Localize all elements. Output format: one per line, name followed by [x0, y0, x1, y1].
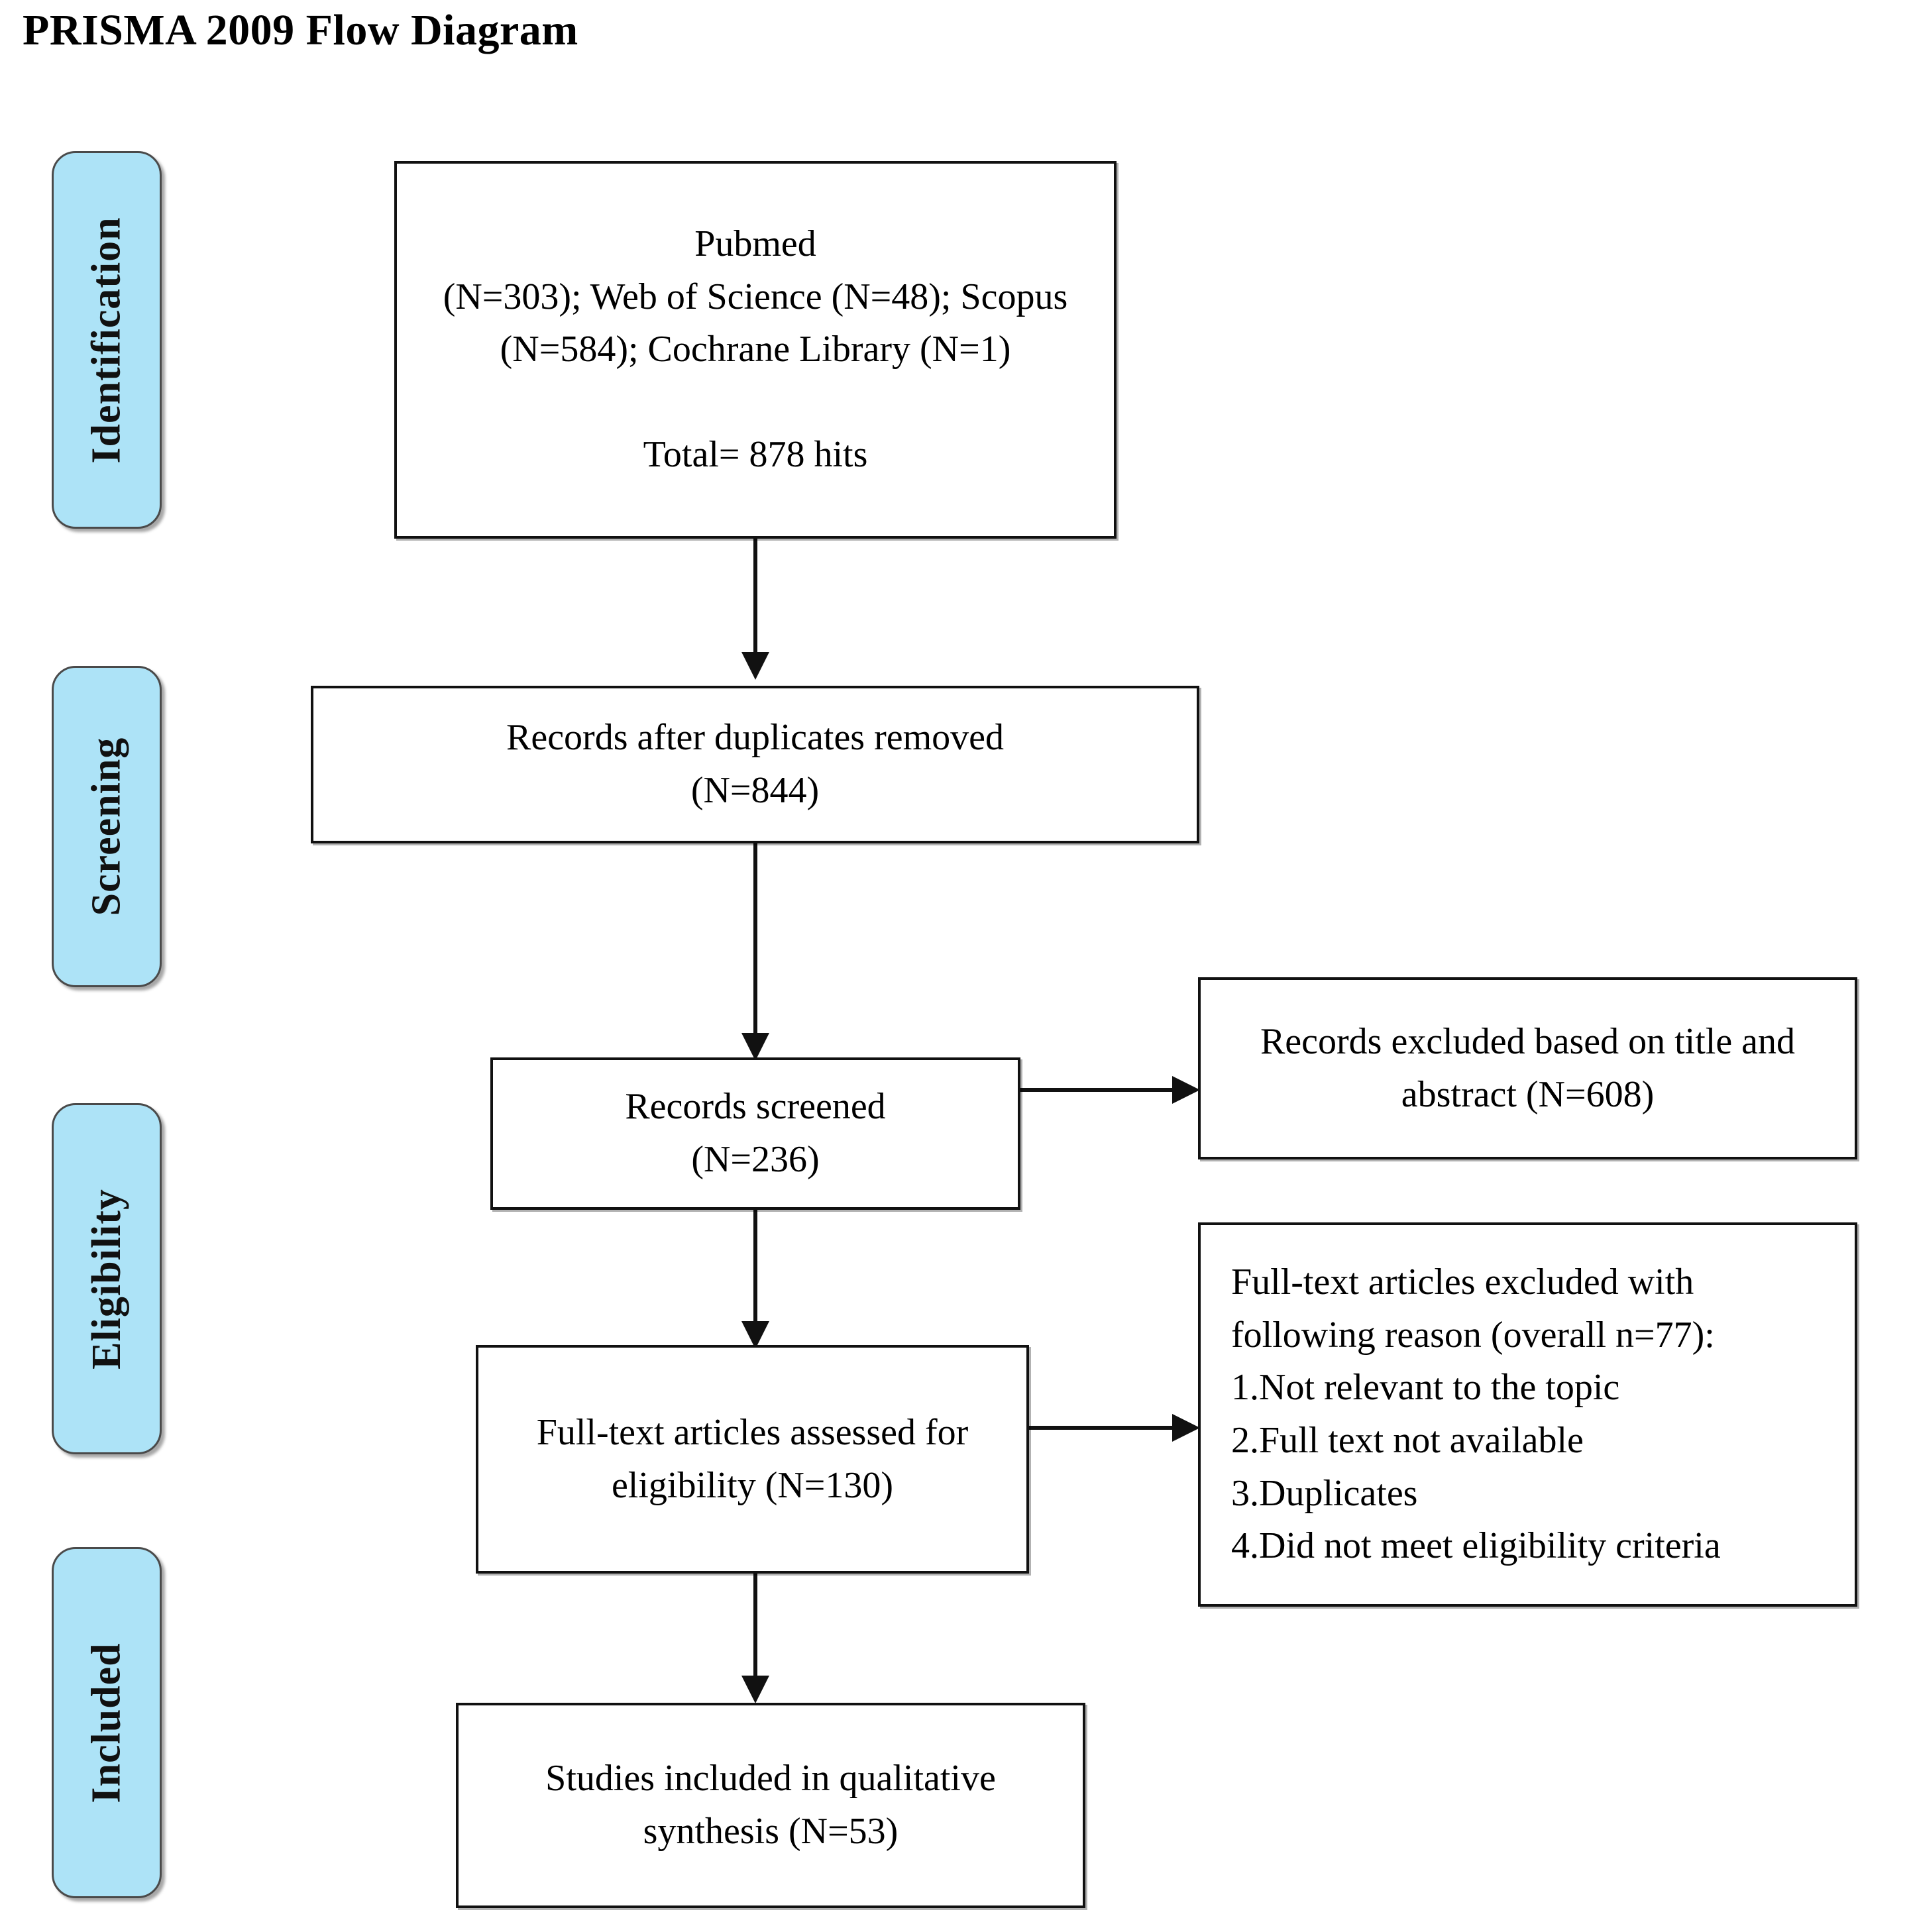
box-records-excluded-text: Records excluded based on title and abst… — [1260, 1020, 1796, 1115]
box-fulltext-excluded-text: Full-text articles excluded with followi… — [1231, 1261, 1721, 1567]
box-records-excluded[interactable]: Records excluded based on title and abst… — [1198, 977, 1857, 1159]
stage-tab-eligibility-label: Eligibility — [83, 1188, 129, 1369]
stage-tab-eligibility[interactable]: Eligibility — [52, 1103, 162, 1454]
box-records-screened[interactable]: Records screened (N=236) — [490, 1057, 1020, 1210]
box-duplicates-removed[interactable]: Records after duplicates removed (N=844) — [311, 686, 1199, 843]
stage-tab-screening[interactable]: Screening — [52, 666, 162, 987]
stage-tab-included[interactable]: Included — [52, 1547, 162, 1898]
stage-tab-screening-label: Screening — [83, 737, 129, 916]
page-title: PRISMA 2009 Flow Diagram — [23, 6, 578, 54]
box-fulltext-assessed-text: Full-text articles assessed for eligibil… — [536, 1411, 969, 1506]
box-sources-text: Pubmed (N=303); Web of Science (N=48); S… — [443, 223, 1068, 476]
box-records-screened-text: Records screened (N=236) — [625, 1086, 886, 1180]
box-sources[interactable]: Pubmed (N=303); Web of Science (N=48); S… — [394, 161, 1117, 539]
box-duplicates-removed-text: Records after duplicates removed (N=844) — [506, 717, 1005, 811]
box-fulltext-excluded[interactable]: Full-text articles excluded with followi… — [1198, 1222, 1857, 1607]
stage-tab-identification[interactable]: Identification — [52, 151, 162, 529]
stage-tab-identification-label: Identification — [83, 216, 129, 464]
box-studies-included[interactable]: Studies included in qualitative synthesi… — [456, 1703, 1085, 1908]
stage-tab-included-label: Included — [83, 1642, 129, 1803]
box-fulltext-assessed[interactable]: Full-text articles assessed for eligibil… — [476, 1345, 1029, 1574]
box-studies-included-text: Studies included in qualitative synthesi… — [545, 1758, 996, 1852]
